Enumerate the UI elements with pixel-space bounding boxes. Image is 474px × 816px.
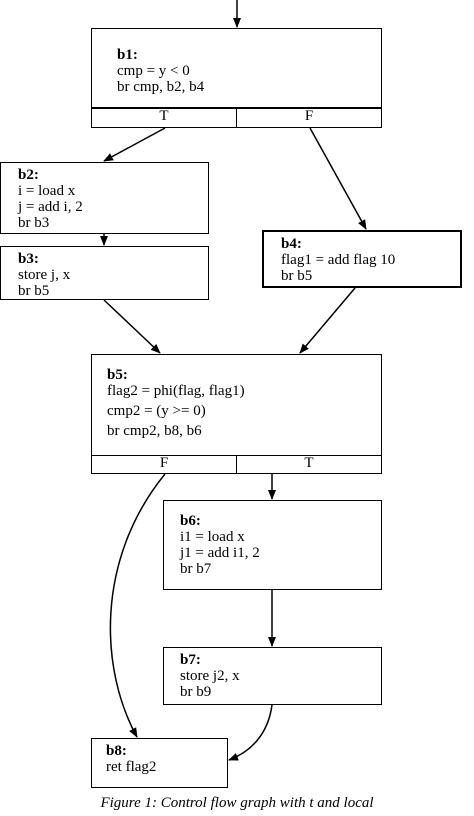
edge-b1-b2 <box>103 127 166 162</box>
block-b3-title: b3: <box>18 251 39 267</box>
block-b5-line: cmp2 = (y >= 0) <box>107 403 206 419</box>
block-b2-line: j = add i, 2 <box>18 199 83 215</box>
block-b3: b3: store j, x br b5 <box>0 246 209 300</box>
block-b7-line: store j2, x <box>180 668 240 684</box>
block-b4-title: b4: <box>281 236 302 252</box>
block-b5-line: br cmp2, b8, b6 <box>107 423 202 439</box>
block-b5-line: flag2 = phi(flag, flag1) <box>107 383 245 399</box>
block-b6-line: j1 = add i1, 2 <box>180 545 260 561</box>
branch-false-b1: F <box>236 108 382 128</box>
block-b1-line: cmp = y < 0 <box>117 63 190 79</box>
edge-b7-b8 <box>228 704 273 761</box>
block-b8-line: ret flag2 <box>106 759 157 775</box>
block-b2: b2: i = load x j = add i, 2 br b3 <box>0 162 209 234</box>
block-b4-line: flag1 = add flag 10 <box>281 252 396 268</box>
block-b3-line: br b5 <box>18 283 50 299</box>
block-b4-line: br b5 <box>281 268 313 284</box>
block-b1: b1: cmp = y < 0 br cmp, b2, b4 <box>91 28 382 108</box>
block-b6-line: br b7 <box>180 561 212 577</box>
edge-b4-b5 <box>299 287 356 354</box>
branch-false-b5: F <box>91 455 237 474</box>
edge-b3-b5 <box>103 299 161 354</box>
block-b7-title: b7: <box>180 652 201 668</box>
edge-b1-b4 <box>309 127 367 230</box>
branch-true-b5: T <box>236 455 382 474</box>
block-b2-line: i = load x <box>18 183 76 199</box>
block-b8-title: b8: <box>106 743 127 759</box>
block-b3-line: store j, x <box>18 267 71 283</box>
block-b2-title: b2: <box>18 167 39 183</box>
block-b5-title: b5: <box>107 367 128 383</box>
block-b6-line: i1 = load x <box>180 529 245 545</box>
block-b7: b7: store j2, x br b9 <box>163 647 382 705</box>
block-b7-line: br b9 <box>180 684 212 700</box>
block-b5: b5: flag2 = phi(flag, flag1) cmp2 = (y >… <box>91 354 382 456</box>
block-b8: b8: ret flag2 <box>91 738 228 788</box>
figure-caption: Figure 1: Control flow graph with t and … <box>100 795 374 811</box>
edge-b5-b8 <box>109 473 166 738</box>
block-b6-title: b6: <box>180 513 201 529</box>
block-b6: b6: i1 = load x j1 = add i1, 2 br b7 <box>163 500 382 590</box>
block-b4: b4: flag1 = add flag 10 br b5 <box>262 230 462 288</box>
block-b1-line: br cmp, b2, b4 <box>117 79 205 95</box>
branch-true-b1: T <box>91 108 237 128</box>
block-b1-title: b1: <box>117 47 138 63</box>
block-b2-line: br b3 <box>18 215 50 231</box>
